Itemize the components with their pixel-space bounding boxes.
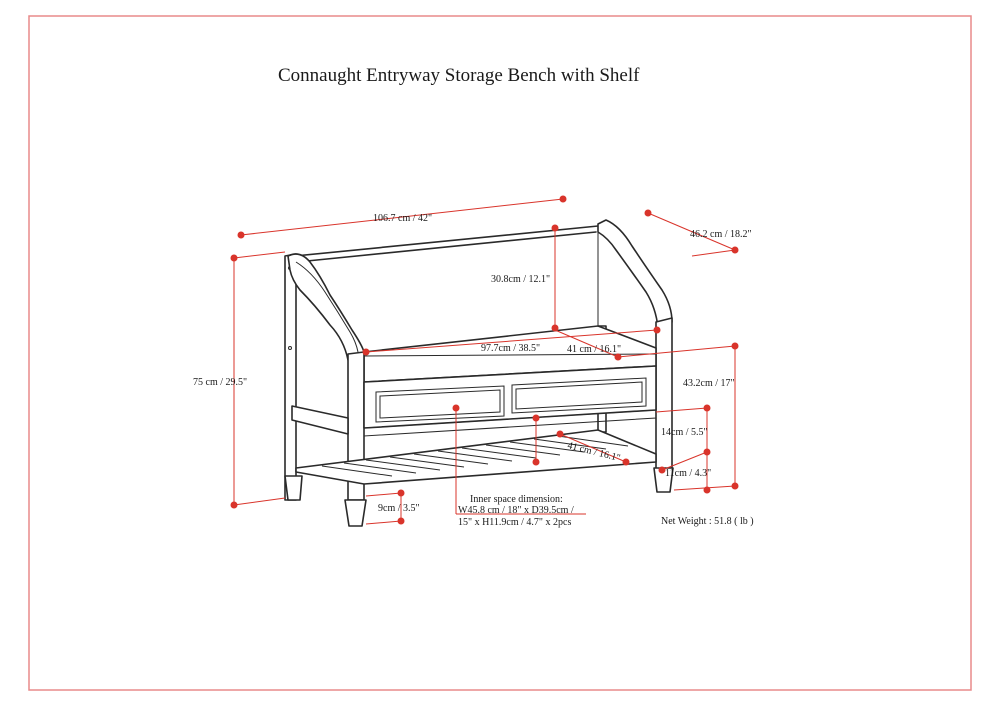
inner-space-line2: W45.8 cm / 18" x D39.5cm / [458, 505, 574, 516]
storage-bottom-rail [363, 409, 657, 437]
seat-edge [363, 353, 657, 357]
left-arm-inner [295, 261, 359, 353]
shelf-slats [321, 435, 629, 477]
label-overall-height: 75 cm / 29.5" [193, 377, 247, 388]
left-side-rail [291, 405, 349, 435]
label-back-height: 30.8cm / 12.1" [491, 274, 550, 285]
page-border [28, 15, 972, 691]
right-front-post [655, 317, 673, 471]
left-rear-post [284, 253, 297, 501]
net-weight: Net Weight : 51.8 ( lb ) [661, 516, 754, 527]
label-shelf-height: 11cm / 4.3" [665, 468, 711, 479]
front-left-leg [344, 499, 367, 527]
back-top-rail [294, 225, 607, 257]
rear-left-leg [284, 475, 303, 501]
label-overall-depth: 46.2 cm / 18.2" [690, 229, 752, 240]
drawer-left-inner [379, 389, 501, 419]
inner-space-title: Inner space dimension: [470, 494, 563, 505]
label-overall-width: 106.7 cm / 42" [373, 213, 432, 224]
back-top-inner [296, 231, 597, 263]
inner-space-line3: 15" x H11.9cm / 4.7" x 2pcs [458, 517, 571, 528]
screw-icon [288, 346, 292, 350]
drawer-right [511, 377, 647, 414]
label-shelf-gap: 14cm / 5.5" [661, 427, 708, 438]
label-seat-height: 43.2cm / 17" [683, 378, 735, 389]
drawer-left [375, 385, 505, 423]
dimension-lines [230, 195, 739, 525]
page-title: Connaught Entryway Storage Bench with Sh… [278, 65, 640, 86]
label-leg-height: 9cm / 3.5" [378, 503, 420, 514]
label-seat-width: 97.7cm / 38.5" [481, 343, 540, 354]
dimension-labels: 106.7 cm / 42" 46.2 cm / 18.2" 30.8cm / … [193, 213, 754, 528]
right-arm [597, 219, 673, 329]
drawer-right-inner [515, 381, 643, 410]
left-arm [287, 253, 365, 361]
bench-illustration [284, 219, 674, 527]
label-seat-depth: 41 cm / 16.1" [567, 344, 621, 355]
